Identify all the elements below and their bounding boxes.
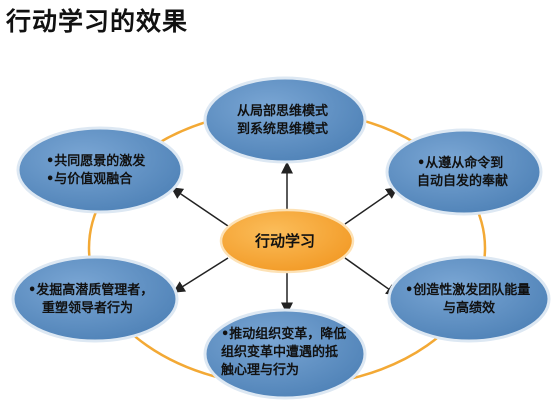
node-top-line-1: 从局部思维模式 (237, 104, 329, 119)
node-bottom-line-1: •推动组织变革，降低 (221, 327, 347, 342)
node-bottom-right-line-2: 与高绩效 (443, 301, 496, 316)
node-bottom-right-line-1: •创造性激发团队能量 (405, 283, 531, 298)
node-top-left-line-2: •与价值观融合 (46, 172, 133, 187)
node-bottom-line-3: 触心理与行为 (221, 363, 300, 378)
node-top-right-line-1: •从遵从命令到 (417, 156, 504, 171)
node-top-left-line-1: •共同愿景的激发 (46, 154, 146, 169)
node-top-line-2: 到系统思维模式 (237, 122, 329, 137)
node-top-right (385, 128, 543, 216)
node-top-right-label: •从遵从命令到 自动自发的奉献 (417, 155, 508, 191)
arrow-to-bottom-left (172, 257, 229, 293)
node-top-left (16, 126, 184, 214)
node-bottom-left-label: •发掘高潜质管理者， 重塑领导者行为 (28, 282, 153, 318)
node-bottom-left-line-1: •发掘高潜质管理者， (28, 283, 154, 298)
node-center (219, 208, 355, 274)
node-bottom-label: •推动组织变革，降低 组织变革中遭遇的抵 触心理与行为 (221, 326, 346, 380)
node-bottom (203, 308, 367, 400)
center-label: 行动学习 (255, 232, 316, 250)
node-bottom-right-label: •创造性激发团队能量 与高绩效 (405, 282, 530, 318)
node-top-right-line-2: 自动自发的奉献 (417, 174, 509, 189)
arrow-to-bottom-right (344, 257, 399, 296)
arrow-to-top-left (170, 187, 229, 227)
page-title: 行动学习的效果 (6, 7, 189, 36)
node-top (203, 76, 367, 164)
node-bottom-left-line-2: 重塑领导者行为 (42, 301, 134, 316)
node-top-label: 从局部思维模式 到系统思维模式 (237, 103, 328, 139)
node-bottom-line-2: 组织变革中遭遇的抵 (221, 345, 339, 360)
node-bottom-left (11, 255, 179, 343)
node-bottom-right (387, 255, 551, 343)
arrow-to-top-right (344, 187, 399, 225)
node-top-left-label: •共同愿景的激发 •与价值观融合 (46, 153, 145, 189)
